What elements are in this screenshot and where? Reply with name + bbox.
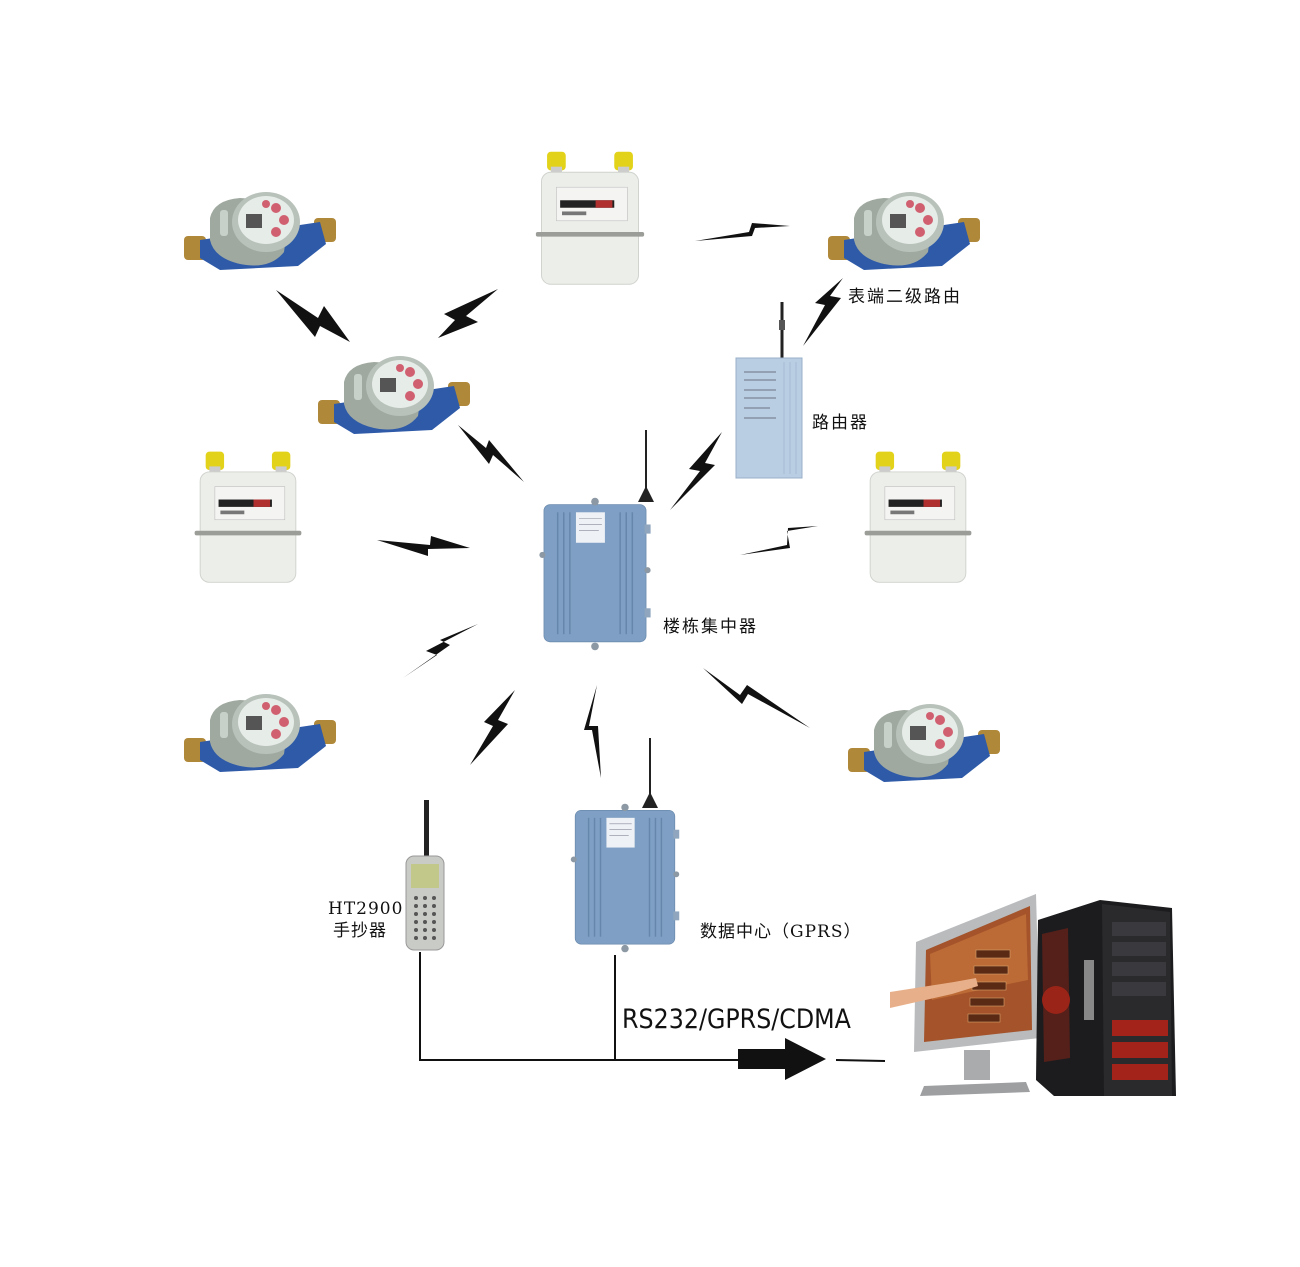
wireless-bolt-icon xyxy=(803,278,843,346)
gas-meter-2 xyxy=(188,448,308,586)
wireless-bolt-icon xyxy=(458,425,524,482)
wireless-bolt-icon xyxy=(438,289,498,338)
water-meter-3 xyxy=(312,342,476,442)
wireless-bolt-icon xyxy=(276,290,350,342)
wireless-bolt-icon xyxy=(740,526,818,555)
handheld-model-label: HT2900 xyxy=(328,899,404,919)
building-concentrator-label: 楼栋集中器 xyxy=(663,617,758,637)
handheld-reader-device xyxy=(405,800,445,951)
pc-workstation-device xyxy=(890,894,1176,1096)
water-meter-1 xyxy=(178,178,342,278)
water-meter-4 xyxy=(178,680,342,780)
monitor-icon xyxy=(890,894,1040,1096)
handheld-label: HT2900 手抄器 xyxy=(328,898,404,942)
building-concentrator-device xyxy=(520,430,654,656)
wireless-bolt-icon xyxy=(670,432,722,510)
meter-router-label: 表端二级路由 xyxy=(848,287,962,307)
gas-meter-1 xyxy=(528,148,652,288)
computer-tower-icon xyxy=(1036,900,1176,1096)
router-label: 路由器 xyxy=(812,413,869,433)
data-center-label: 数据中心（GPRS） xyxy=(700,922,862,942)
pc-wire xyxy=(835,1059,886,1062)
wired-links xyxy=(419,952,886,1062)
wireless-bolt-icon xyxy=(584,685,601,778)
wireless-bolt-icon xyxy=(403,624,478,678)
arrow-right-icon xyxy=(738,1038,826,1080)
water-meter-2 xyxy=(822,178,986,278)
link-protocol-label: RS232/GPRS/CDMA xyxy=(622,1004,851,1035)
data-center-device xyxy=(550,738,700,958)
wireless-bolt-icon xyxy=(377,536,470,556)
router-device xyxy=(735,302,803,479)
gas-meter-3 xyxy=(858,448,978,586)
water-meter-5 xyxy=(842,690,1006,790)
wireless-bolt-icon xyxy=(470,690,515,765)
wireless-bolt-icon xyxy=(695,223,790,241)
handheld-name-label: 手抄器 xyxy=(333,921,387,941)
wireless-links xyxy=(276,223,843,778)
wireless-bolt-icon xyxy=(703,668,810,728)
handheld-wire xyxy=(419,952,738,1061)
